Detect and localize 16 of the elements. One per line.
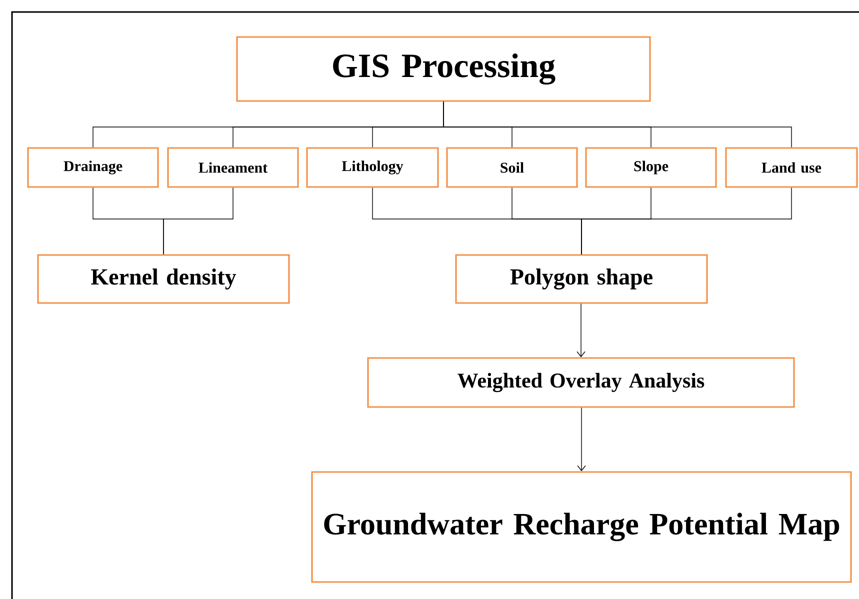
connector <box>443 101 792 148</box>
connector <box>163 187 234 255</box>
input-box: Lithology <box>306 147 439 188</box>
input-box: Drainage <box>27 147 159 188</box>
process-box: Weighted Overlay Analysis <box>367 357 795 408</box>
result-box: Polygon shape <box>455 254 708 304</box>
heading-box: GIS Processing <box>236 36 651 102</box>
result-box: Kernel density <box>37 254 290 304</box>
connector <box>577 407 586 472</box>
connector <box>581 187 792 255</box>
connector <box>576 303 586 358</box>
input-box: Land use <box>725 147 858 188</box>
input-box: Slope <box>585 147 717 188</box>
output-box: Groundwater Recharge Potential Map <box>311 471 852 583</box>
input-box: Soil <box>446 147 578 188</box>
input-box: Lineament <box>167 147 299 188</box>
